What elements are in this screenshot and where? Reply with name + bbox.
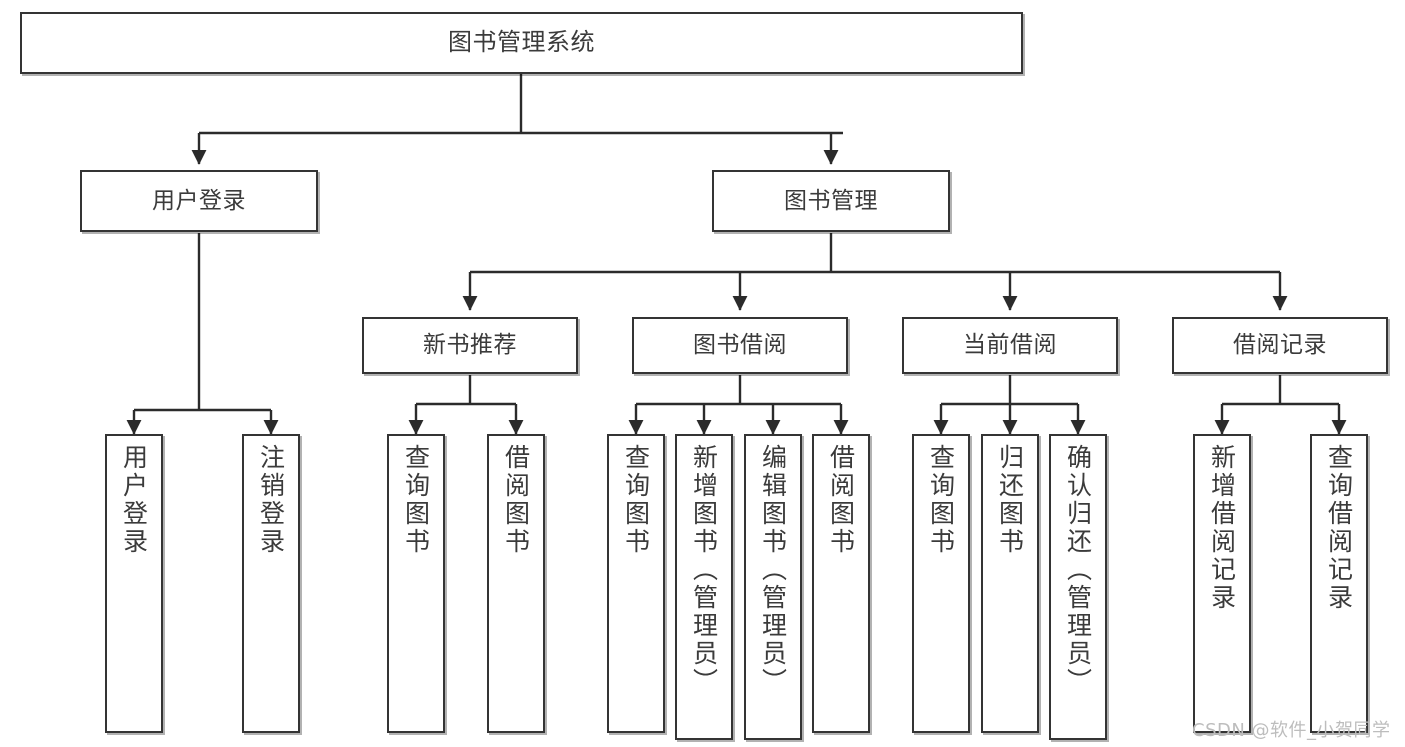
leaf-borrow-book-recommend[interactable]: 借阅图书 <box>487 434 545 733</box>
leaf-add-book-admin[interactable]: 新增图书（管理员） <box>675 434 733 740</box>
node-label: 图书管理系统 <box>448 28 595 57</box>
node-book-borrow[interactable]: 图书借阅 <box>632 317 848 374</box>
node-label: 用户登录 <box>119 444 149 556</box>
leaf-logout[interactable]: 注销登录 <box>242 434 300 733</box>
node-label: 图书借阅 <box>693 332 787 359</box>
node-label: 借阅图书 <box>501 444 531 556</box>
node-new-book-recommend[interactable]: 新书推荐 <box>362 317 578 374</box>
node-label: 新书推荐 <box>423 332 517 359</box>
node-label: 查询图书 <box>401 444 431 556</box>
node-label: 图书管理 <box>784 187 878 214</box>
node-book-management[interactable]: 图书管理 <box>712 170 950 232</box>
leaf-add-borrow-record[interactable]: 新增借阅记录 <box>1193 434 1251 733</box>
node-label: 新增借阅记录 <box>1207 444 1237 612</box>
node-root-system[interactable]: 图书管理系统 <box>20 12 1023 74</box>
leaf-confirm-return-admin[interactable]: 确认归还（管理员） <box>1049 434 1107 740</box>
node-label: 确认归还（管理员） <box>1063 444 1093 696</box>
leaf-query-book-current[interactable]: 查询图书 <box>912 434 970 733</box>
node-label: 查询图书 <box>621 444 651 556</box>
leaf-query-book-recommend[interactable]: 查询图书 <box>387 434 445 733</box>
node-label: 用户登录 <box>152 187 246 214</box>
node-user-login[interactable]: 用户登录 <box>80 170 318 232</box>
node-label: 借阅记录 <box>1233 332 1327 359</box>
leaf-query-book-borrow[interactable]: 查询图书 <box>607 434 665 733</box>
node-label: 查询借阅记录 <box>1324 444 1354 612</box>
node-label: 注销登录 <box>256 444 286 556</box>
node-borrow-record[interactable]: 借阅记录 <box>1172 317 1388 374</box>
node-label: 编辑图书（管理员） <box>758 444 788 696</box>
node-label: 借阅图书 <box>826 444 856 556</box>
node-label: 归还图书 <box>995 444 1025 556</box>
leaf-query-borrow-record[interactable]: 查询借阅记录 <box>1310 434 1368 733</box>
node-current-borrow[interactable]: 当前借阅 <box>902 317 1118 374</box>
leaf-edit-book-admin[interactable]: 编辑图书（管理员） <box>744 434 802 740</box>
leaf-return-book[interactable]: 归还图书 <box>981 434 1039 733</box>
node-label: 新增图书（管理员） <box>689 444 719 696</box>
node-label: 查询图书 <box>926 444 956 556</box>
node-label: 当前借阅 <box>963 332 1057 359</box>
leaf-user-login[interactable]: 用户登录 <box>105 434 163 733</box>
leaf-borrow-book[interactable]: 借阅图书 <box>812 434 870 733</box>
csdn-watermark: CSDN @软件_小贺同学 <box>1192 720 1391 741</box>
